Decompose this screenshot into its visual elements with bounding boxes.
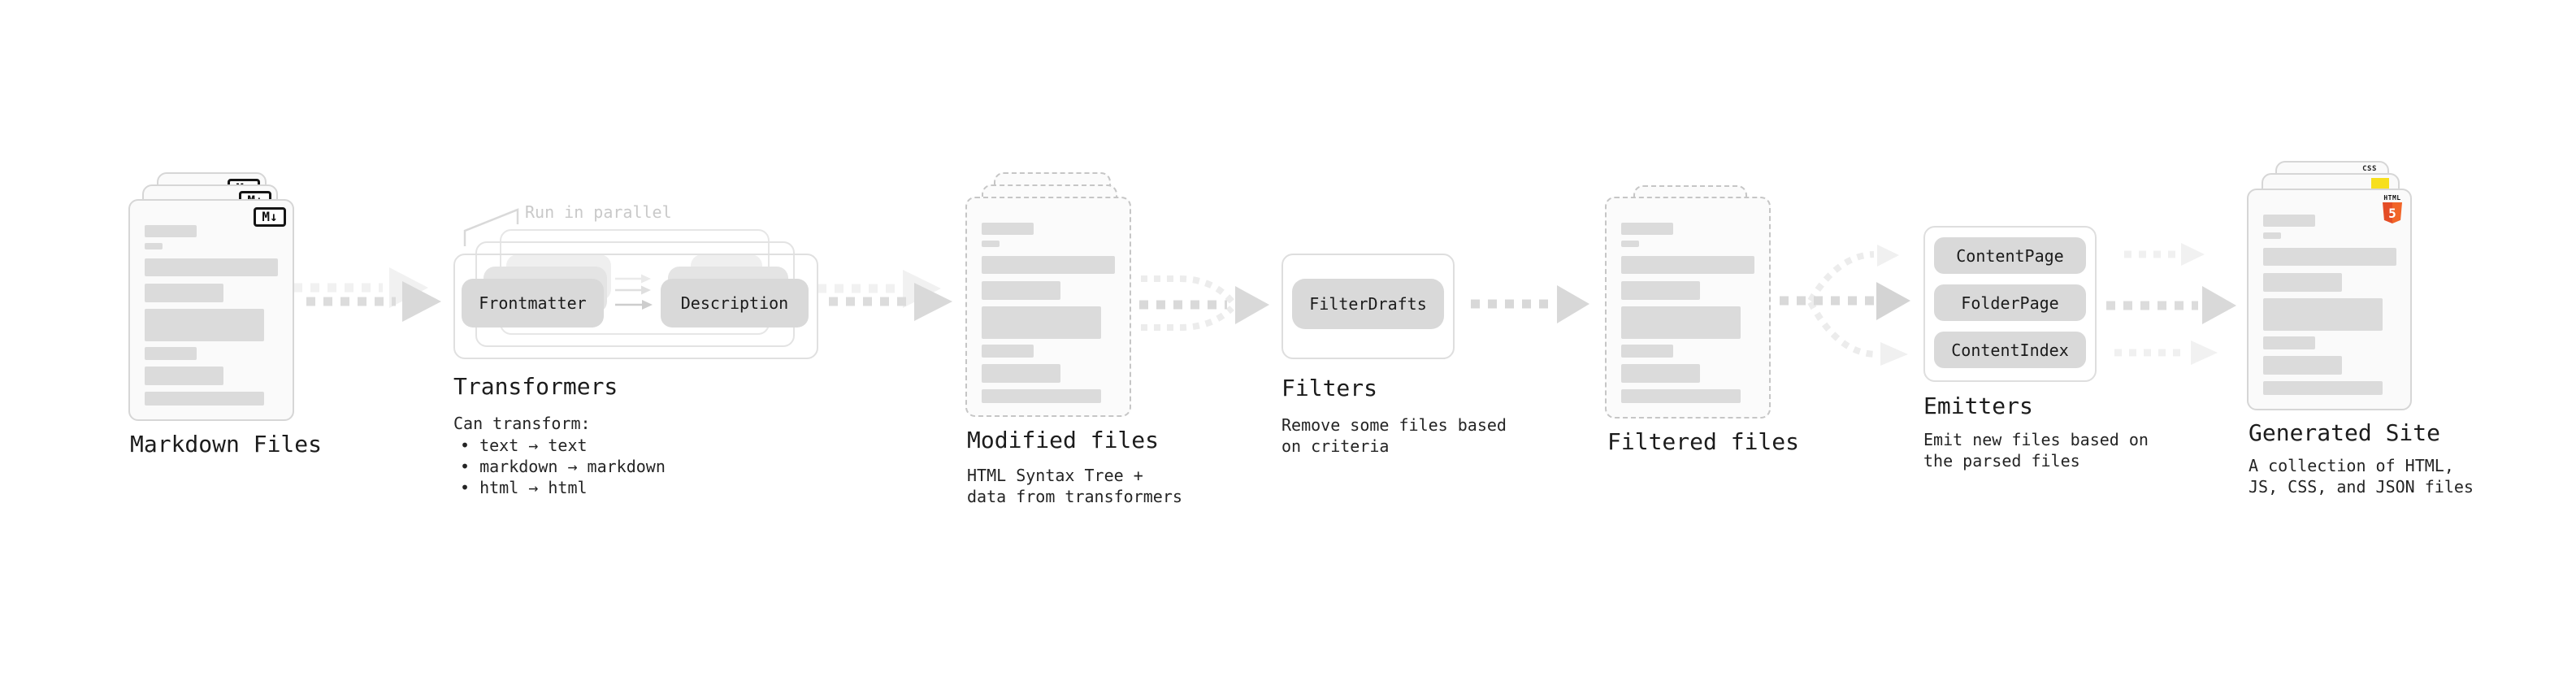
subtitle-line: Emit new files based on <box>1923 430 2149 449</box>
markdown-files-label: Markdown Files <box>130 431 323 458</box>
skeleton-line <box>145 347 197 360</box>
description-pill: Description <box>661 279 809 327</box>
arrow-filtered-to-emitters <box>1780 245 1910 366</box>
transformers-subtitle: Can transform: <box>453 414 591 433</box>
js-icon <box>2371 178 2389 191</box>
skeleton-line <box>1621 223 1673 235</box>
html5-icon: HTML 5 <box>2382 194 2403 223</box>
generated-site-label: Generated Site <box>2249 419 2441 446</box>
filters-subtitle: Remove some files based on criteria <box>1281 414 1507 457</box>
skeleton-line <box>2263 298 2383 331</box>
skeleton-line <box>145 225 197 237</box>
skeleton-line <box>2263 336 2315 349</box>
emitters-label: Emitters <box>1923 393 2033 419</box>
frontmatter-pill: Frontmatter <box>462 279 604 327</box>
skeleton-line <box>1621 345 1673 358</box>
arrow-transformers-to-modified <box>817 270 952 321</box>
skeleton-line <box>982 345 1034 358</box>
subtitle-line: Remove some files based <box>1281 415 1507 435</box>
skeleton-line <box>2263 232 2281 239</box>
bullet-item: • markdown → markdown <box>460 457 666 476</box>
skeleton-line <box>145 367 223 385</box>
skeleton-line <box>1621 256 1754 274</box>
skeleton-line <box>1621 241 1639 247</box>
contentpage-pill: ContentPage <box>1934 237 2086 274</box>
skeleton-line <box>982 281 1060 300</box>
arrow-modified-to-filters <box>1139 275 1269 331</box>
skeleton-line <box>145 309 264 341</box>
html5-icon-label: HTML <box>2383 194 2401 202</box>
subtitle-line: JS, CSS, and JSON files <box>2249 477 2474 497</box>
filters-label: Filters <box>1281 375 1378 401</box>
subtitle-line: data from transformers <box>967 487 1182 506</box>
arrow-filters-to-filtered <box>1471 285 1589 323</box>
skeleton-line <box>2263 215 2315 227</box>
subtitle-line: A collection of HTML, <box>2249 456 2454 475</box>
emitters-subtitle: Emit new files based on the parsed files <box>1923 429 2149 471</box>
skeleton-line <box>145 258 278 276</box>
skeleton-line <box>982 241 1000 247</box>
modified-files-subtitle: HTML Syntax Tree + data from transformer… <box>967 465 1182 507</box>
arrows-emitters-to-generated <box>2106 243 2236 365</box>
folderpage-pill: FolderPage <box>1934 284 2086 321</box>
bullet-item: • text → text <box>460 436 588 455</box>
generated-html-file-card: HTML 5 <box>2247 189 2412 410</box>
subtitle-line: HTML Syntax Tree + <box>967 466 1143 485</box>
modified-file-card <box>965 197 1131 417</box>
skeleton-line <box>1621 364 1700 383</box>
subtitle-line: the parsed files <box>1923 451 2080 471</box>
skeleton-line <box>2263 381 2383 395</box>
filtered-files-label: Filtered files <box>1607 428 1800 455</box>
markdown-file-card: M↓ <box>128 199 294 421</box>
skeleton-line <box>1621 306 1741 339</box>
skeleton-line <box>2263 356 2342 375</box>
skeleton-line <box>2263 248 2396 266</box>
skeleton-line <box>982 306 1101 339</box>
markdown-icon: M↓ <box>254 207 286 227</box>
modified-files-label: Modified files <box>967 427 1160 453</box>
skeleton-line <box>1621 389 1741 403</box>
skeleton-line <box>982 389 1101 403</box>
skeleton-line <box>145 392 264 406</box>
generated-site-subtitle: A collection of HTML, JS, CSS, and JSON … <box>2249 455 2474 497</box>
transformers-bullet-list: • text → text • markdown → markdown • ht… <box>453 435 666 498</box>
skeleton-line <box>145 284 223 302</box>
skeleton-line <box>982 223 1034 235</box>
skeleton-line <box>2263 273 2342 292</box>
bullet-item: • html → html <box>460 478 588 497</box>
filtered-file-card <box>1605 197 1771 419</box>
html5-icon-shield: 5 <box>2383 202 2402 223</box>
subtitle-line: on criteria <box>1281 436 1390 456</box>
filterdrafts-pill: FilterDrafts <box>1292 279 1444 329</box>
transformer-frame <box>453 254 818 359</box>
css-icon-label: CSS <box>2362 165 2377 173</box>
transformers-label: Transformers <box>453 373 618 400</box>
skeleton-line <box>1621 281 1700 300</box>
run-in-parallel-annotation: Run in parallel <box>525 202 672 222</box>
skeleton-line <box>145 243 163 249</box>
skeleton-line <box>982 256 1115 274</box>
contentindex-pill: ContentIndex <box>1934 332 2086 368</box>
arrow-markdown-to-transformers <box>293 267 441 322</box>
skeleton-line <box>982 364 1060 383</box>
